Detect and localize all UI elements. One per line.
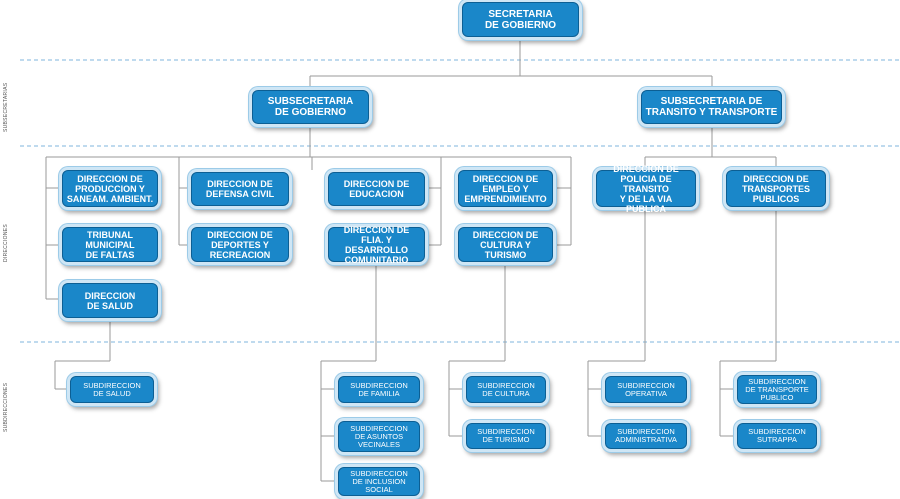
- node-subdireccion-asuntos: SUBDIRECCION DE ASUNTOS VECINALES: [338, 421, 420, 452]
- side-label-subsecretarias: SUBSECRETARIAS: [3, 82, 9, 132]
- node-direccion-salud: DIRECCION DE SALUD: [62, 283, 158, 318]
- node-direccion-deportes: DIRECCION DE DEPORTES Y RECREACION: [191, 227, 289, 262]
- node-direccion-transportes: DIRECCION DE TRANSPORTES PUBLICOS: [726, 170, 826, 207]
- node-subdireccion-operativa: SUBDIRECCION OPERATIVA: [605, 376, 687, 403]
- node-direccion-empleo: DIRECCION DE EMPLEO Y EMPRENDIMIENTO: [458, 170, 553, 207]
- node-subsecretaria-gobierno: SUBSECRETARIA DE GOBIERNO: [252, 90, 369, 124]
- node-direccion-produccion: DIRECCION DE PRODUCCION Y SANEAM. AMBIEN…: [62, 170, 158, 207]
- node-direccion-defensa-civil: DIRECCION DE DEFENSA CIVIL: [191, 172, 289, 206]
- node-direccion-flia: DIRECCION DE FLIA. Y DESARROLLO COMUNITA…: [328, 225, 425, 265]
- side-label-subdirecciones: SUBDIRECCIONES: [3, 382, 9, 432]
- node-subdireccion-turismo: SUBDIRECCION DE TURISMO: [466, 423, 546, 449]
- node-direccion-policia: DIRECCION DE POLICIA DE TRANSITO Y DE LA…: [596, 164, 696, 214]
- node-subdireccion-transporte: SUBDIRECCION DE TRANSPORTE PUBLICO: [737, 375, 817, 404]
- node-secretaria: SECRETARIA DE GOBIERNO: [462, 2, 579, 37]
- node-subdireccion-salud: SUBDIRECCION DE SALUD: [70, 376, 154, 403]
- node-subdireccion-cultura: SUBDIRECCION DE CULTURA: [466, 376, 546, 403]
- node-subdireccion-familia: SUBDIRECCION DE FAMILIA: [338, 376, 420, 403]
- node-subdireccion-inclusion: SUBDIRECCION DE INCLUSION SOCIAL: [338, 467, 420, 496]
- node-direccion-cultura: DIRECCION DE CULTURA Y TURISMO: [458, 227, 553, 262]
- node-direccion-educacion: DIRECCION DE EDUCACION: [328, 172, 425, 206]
- node-subsecretaria-transito: SUBSECRETARIA DE TRANSITO Y TRANSPORTE: [641, 90, 782, 124]
- side-label-direcciones: DIRECCIONES: [3, 223, 9, 262]
- node-subdireccion-administrativa: SUBDIRECCION ADMINISTRATIVA: [605, 423, 687, 449]
- node-tribunal-faltas: TRIBUNAL MUNICIPAL DE FALTAS: [62, 227, 158, 262]
- node-subdireccion-sutrappa: SUBDIRECCION SUTRAPPA: [737, 423, 817, 449]
